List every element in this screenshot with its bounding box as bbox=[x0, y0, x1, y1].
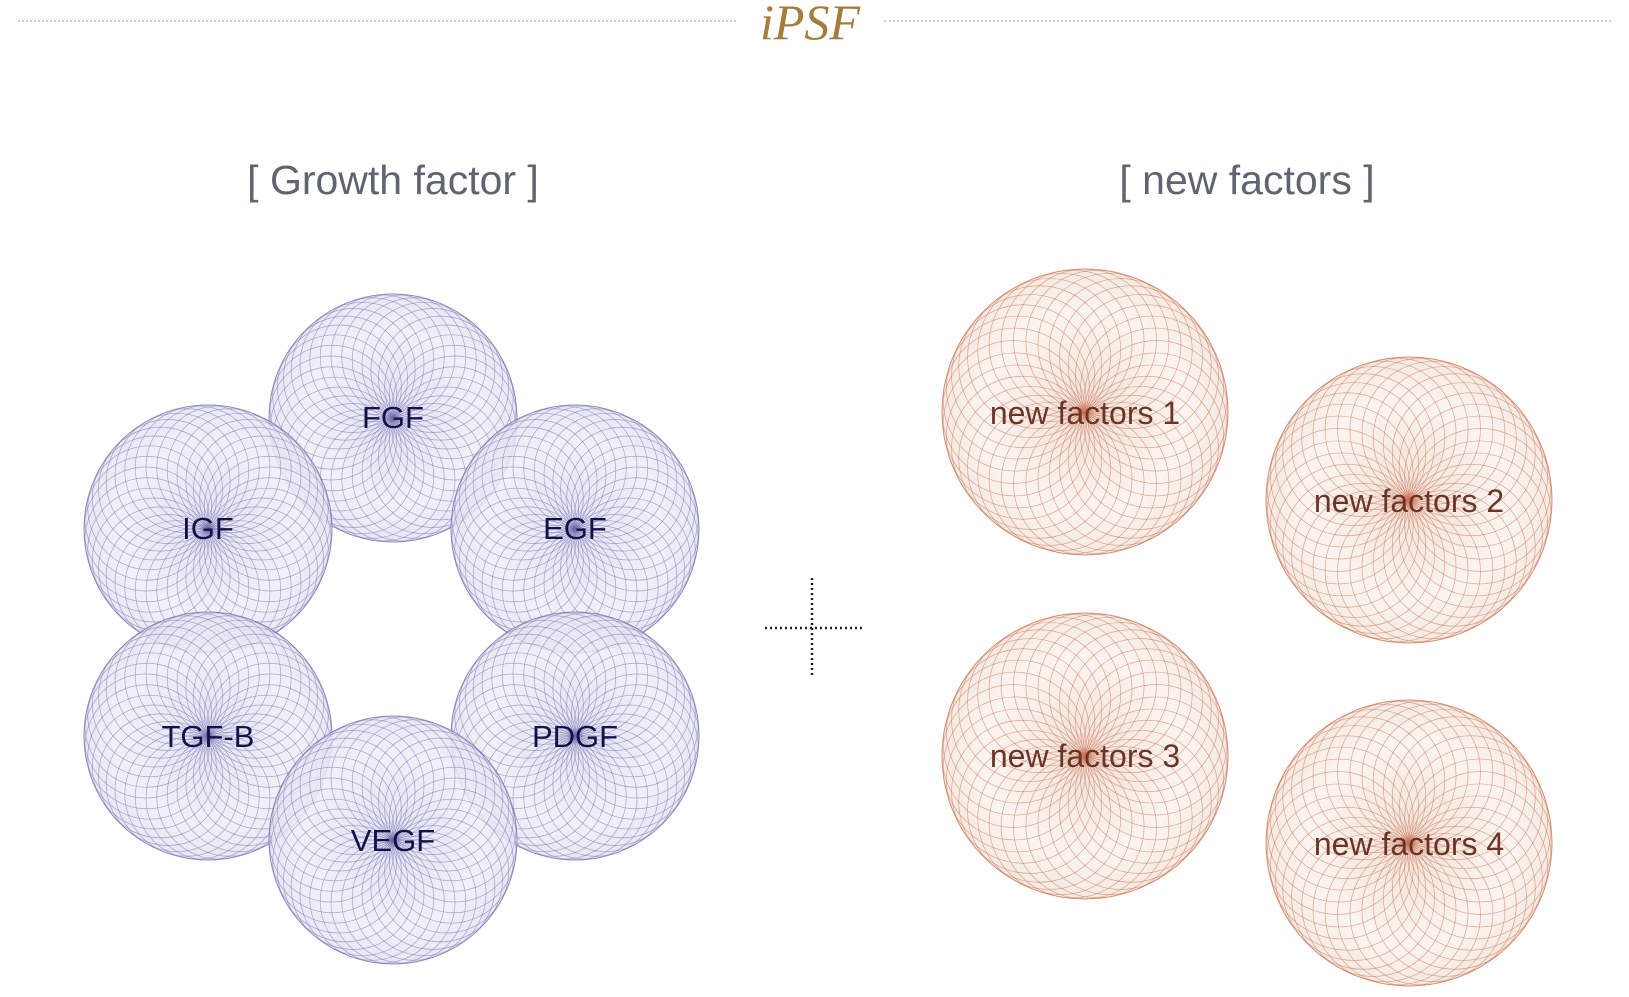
header-divider-right bbox=[884, 20, 1611, 22]
plus-icon bbox=[765, 578, 865, 678]
new-factor-1-label: new factors 1 bbox=[990, 395, 1180, 431]
growth-factor-title: [ Growth factor ] bbox=[247, 157, 539, 203]
new-factor-1-circle bbox=[941, 268, 1229, 556]
tgf-b-label: TGF-B bbox=[162, 719, 255, 754]
new-factor-4-circle bbox=[1265, 699, 1553, 987]
igf-circle bbox=[83, 404, 333, 654]
pdgf-circle bbox=[450, 611, 700, 861]
header: iPSF bbox=[0, 0, 1629, 50]
new-factor-4-label: new factors 4 bbox=[1314, 826, 1504, 862]
igf-label: IGF bbox=[182, 511, 234, 546]
vegf-label: VEGF bbox=[351, 823, 435, 858]
egf-circle bbox=[450, 404, 700, 654]
pdgf-label: PDGF bbox=[532, 719, 618, 754]
new-factor-3-circle bbox=[941, 612, 1229, 900]
new-factor-3-label: new factors 3 bbox=[990, 738, 1180, 774]
fgf-label: FGF bbox=[362, 400, 424, 435]
egf-label: EGF bbox=[543, 511, 607, 546]
header-divider-left bbox=[18, 20, 736, 22]
brand-logo: iPSF bbox=[760, 0, 860, 50]
fgf-circle bbox=[268, 293, 518, 543]
new-factor-2-circle bbox=[1265, 356, 1553, 644]
new-factors-title: [ new factors ] bbox=[1119, 157, 1375, 203]
vegf-circle bbox=[268, 715, 518, 965]
new-factor-2-label: new factors 2 bbox=[1314, 483, 1504, 519]
tgf-b-circle bbox=[83, 611, 333, 861]
